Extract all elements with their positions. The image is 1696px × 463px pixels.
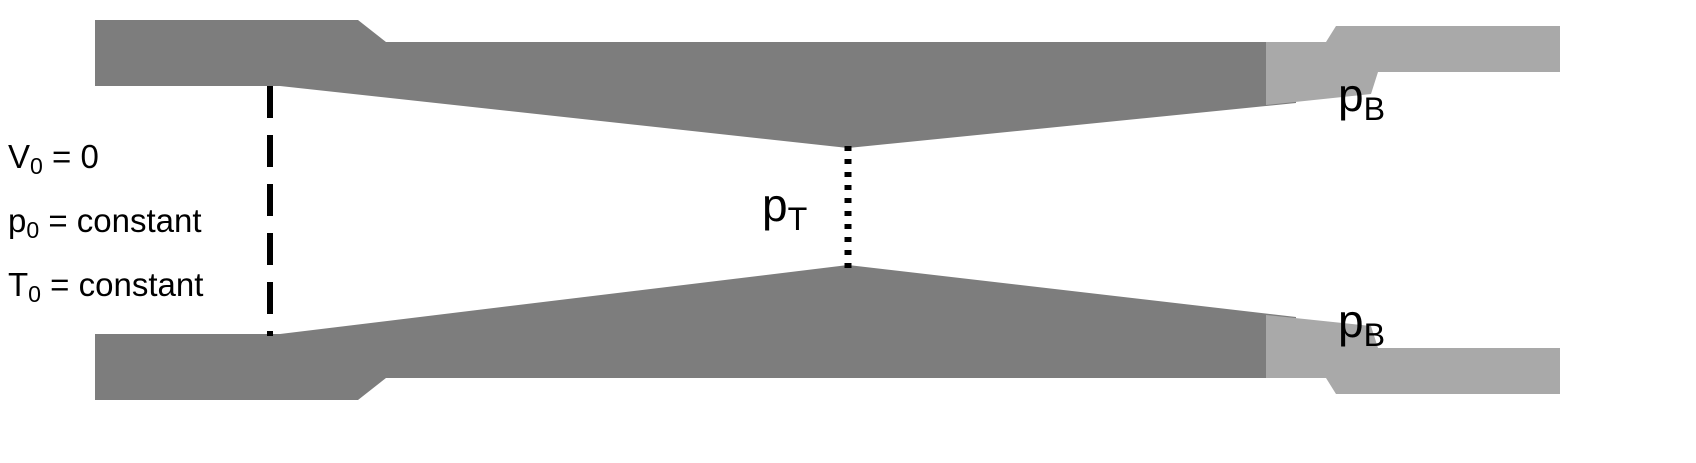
top-right-flange: [1266, 26, 1560, 105]
inlet-velocity-value: = 0: [42, 138, 99, 175]
back-pressure-bottom-label: pB: [1338, 295, 1385, 351]
inlet-velocity-label: V0 = 0: [8, 138, 99, 178]
inlet-velocity-symbol: V: [8, 138, 31, 175]
inlet-pressure-value: = constant: [39, 202, 202, 239]
back-pressure-bottom-subscript: B: [1363, 317, 1386, 354]
throat-pressure-subscript: T: [787, 201, 808, 238]
back-pressure-top-subscript: B: [1363, 91, 1386, 128]
back-pressure-top-symbol: p: [1338, 69, 1364, 121]
inlet-pressure-subscript: 0: [26, 217, 40, 244]
inlet-temperature-label: T0 = constant: [8, 266, 204, 306]
inlet-velocity-subscript: 0: [30, 153, 43, 180]
nozzle-top-wall: [95, 20, 1296, 148]
inlet-pressure-symbol: p: [8, 202, 27, 239]
inlet-temperature-symbol: T: [8, 266, 29, 303]
inlet-pressure-label: p0 = constant: [8, 202, 202, 242]
bottom-right-flange: [1266, 315, 1560, 394]
nozzle-bottom-wall: [95, 265, 1296, 400]
inlet-temperature-subscript: 0: [28, 281, 42, 308]
inlet-temperature-value: = constant: [41, 266, 204, 303]
back-pressure-top-label: pB: [1338, 69, 1385, 125]
back-pressure-bottom-symbol: p: [1338, 295, 1364, 347]
throat-pressure-label: pT: [762, 179, 807, 235]
throat-pressure-symbol: p: [762, 179, 788, 231]
